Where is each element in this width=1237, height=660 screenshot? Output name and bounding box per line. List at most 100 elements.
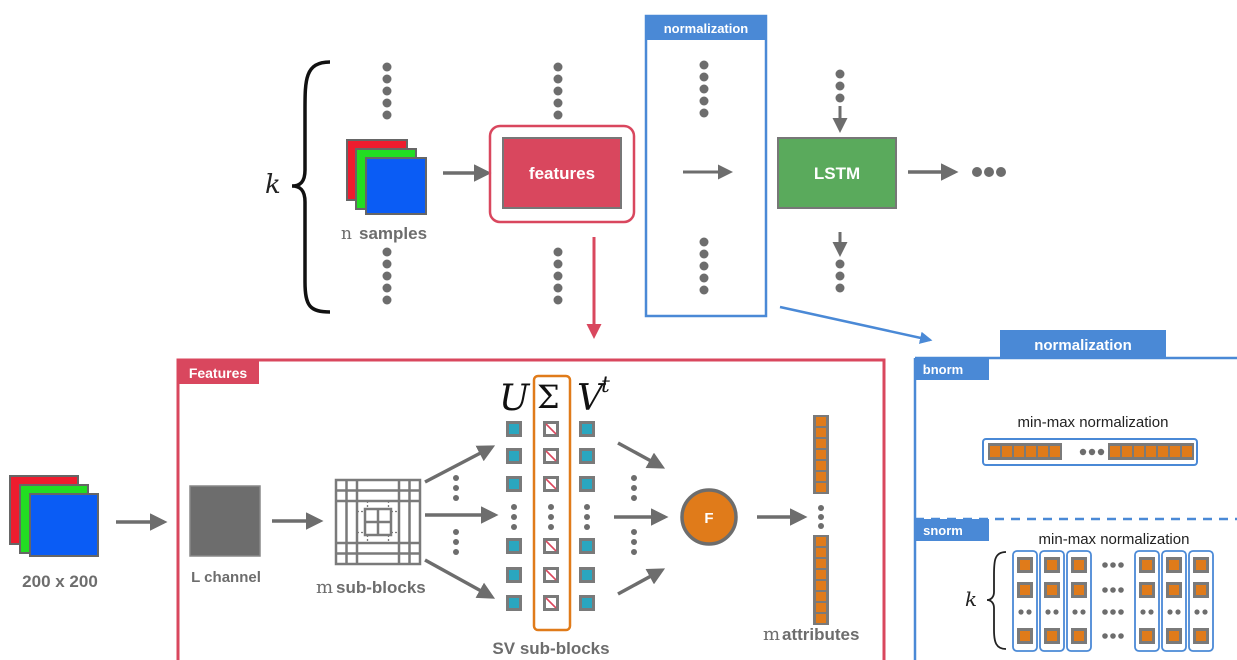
attribute-cell: [816, 483, 826, 492]
u-cell: [506, 595, 522, 611]
snorm-column-outline: [1188, 550, 1214, 652]
u-cell: [506, 421, 522, 437]
bnorm-cell: [1014, 446, 1024, 457]
u-cell: [506, 538, 522, 554]
snorm-cell: [1196, 560, 1206, 570]
attributes-prefix: m: [763, 624, 780, 645]
snorm-cell: [1142, 631, 1152, 641]
snorm-cell: [1074, 585, 1084, 595]
features-outline: [488, 124, 636, 224]
snorm-cell: [1020, 631, 1030, 641]
snorm-cell: [1074, 560, 1084, 570]
arrow-svd-to-f-lower: [617, 568, 666, 596]
snorm-dot: [1167, 609, 1173, 615]
bnorm-cell: [1134, 446, 1144, 457]
snorm-cell: [1074, 631, 1084, 641]
dots-svd-arrows-lower: [631, 529, 637, 555]
f-function-label: F: [704, 510, 713, 527]
snorm-tab-label: snorm: [923, 523, 963, 538]
attribute-cell: [816, 581, 826, 590]
bnorm-cell: [1110, 446, 1120, 457]
snorm-dot: [1140, 609, 1146, 615]
attribute-cell: [816, 614, 826, 623]
dots-grid-arrows-upper: [453, 475, 459, 501]
rgb-image-stack-input: [9, 475, 99, 557]
v-cell: [579, 448, 595, 464]
snorm-dot: [1194, 609, 1200, 615]
arrow-grid-to-svd-upper: [424, 445, 496, 484]
snorm-cell: [1169, 631, 1179, 641]
features-box: [502, 137, 622, 209]
attribute-cell: [816, 537, 826, 546]
bnorm-vector-outline: [982, 438, 1198, 466]
bnorm-cell: [990, 446, 1000, 457]
snorm-gap-dot: [1110, 609, 1116, 615]
snorm-k-label: k: [965, 587, 977, 611]
attribute-cell: [816, 559, 826, 568]
attribute-cell: [816, 439, 826, 448]
snorm-column-outline: [1039, 550, 1065, 652]
snorm-title: min-max normalization: [1039, 531, 1190, 548]
samples-label: samples: [359, 224, 427, 243]
subblocks-prefix: m: [316, 577, 333, 598]
svd-middle-dots: [511, 504, 590, 530]
lstm-label: LSTM: [814, 164, 860, 183]
continuation-dots: [972, 167, 1006, 177]
dots-svd-arrows-upper: [631, 475, 637, 501]
bnorm-cell: [1170, 446, 1180, 457]
attribute-cell: [816, 450, 826, 459]
sigma-cell: [543, 476, 559, 492]
dots-features-bottom: [553, 247, 563, 305]
sigma-symbol: Σ: [537, 378, 560, 416]
snorm-gap-dot: [1110, 562, 1116, 568]
features-panel-tab: [178, 360, 259, 384]
rgb-image-stack-top: [346, 139, 427, 215]
bnorm-cell: [1146, 446, 1156, 457]
snorm-cell: [1047, 560, 1057, 570]
dots-lstm-top: [835, 69, 845, 103]
v-cell: [579, 421, 595, 437]
bnorm-title: min-max normalization: [1018, 414, 1169, 431]
bnorm-cell: [1122, 446, 1132, 457]
bnorm-dots: [1079, 448, 1105, 456]
snorm-dot: [1018, 609, 1024, 615]
normalization-column-tab-label: normalization: [664, 21, 749, 36]
lstm-box: [777, 137, 897, 209]
bnorm-cell: [1002, 446, 1012, 457]
snorm-gap-dot: [1118, 633, 1124, 639]
v-superscript: t: [601, 373, 610, 398]
sigma-cell: [543, 448, 559, 464]
snorm-dot: [1148, 609, 1154, 615]
snorm-dot: [1026, 609, 1032, 615]
subblocks-label: sub-blocks: [336, 578, 426, 597]
snorm-gap-dot: [1102, 609, 1108, 615]
snorm-gap-dot: [1110, 587, 1116, 593]
snorm-gap-dot: [1110, 633, 1116, 639]
bnorm-cell: [1038, 446, 1048, 457]
u-symbol: U: [499, 378, 531, 419]
snorm-cell: [1047, 585, 1057, 595]
bnorm-cell: [1158, 446, 1168, 457]
normalization-column-tab: [646, 16, 766, 40]
snorm-gap-dot: [1118, 562, 1124, 568]
attribute-column-frame: [813, 535, 829, 625]
snorm-cell: [1142, 585, 1152, 595]
snorm-dot: [1080, 609, 1086, 615]
svd-matrix-cells: [506, 421, 595, 611]
snorm-column-outline: [1161, 550, 1187, 652]
snorm-dot: [1045, 609, 1051, 615]
dots-features-top: [553, 62, 563, 120]
attribute-cell: [816, 548, 826, 557]
sigma-cell: [543, 595, 559, 611]
dots-lstm-bottom: [835, 259, 845, 293]
f-function-circle: [680, 488, 738, 546]
k-label-top: k: [265, 170, 281, 200]
input-size-label: 200 x 200: [22, 572, 98, 591]
snorm-gap-dot: [1102, 562, 1108, 568]
attributes-vector: [813, 415, 829, 625]
attribute-cell: [816, 428, 826, 437]
attributes-label: attributes: [782, 625, 859, 644]
snorm-column-outline: [1134, 550, 1160, 652]
snorm-cell: [1169, 585, 1179, 595]
dots-norm-bottom: [699, 237, 709, 295]
